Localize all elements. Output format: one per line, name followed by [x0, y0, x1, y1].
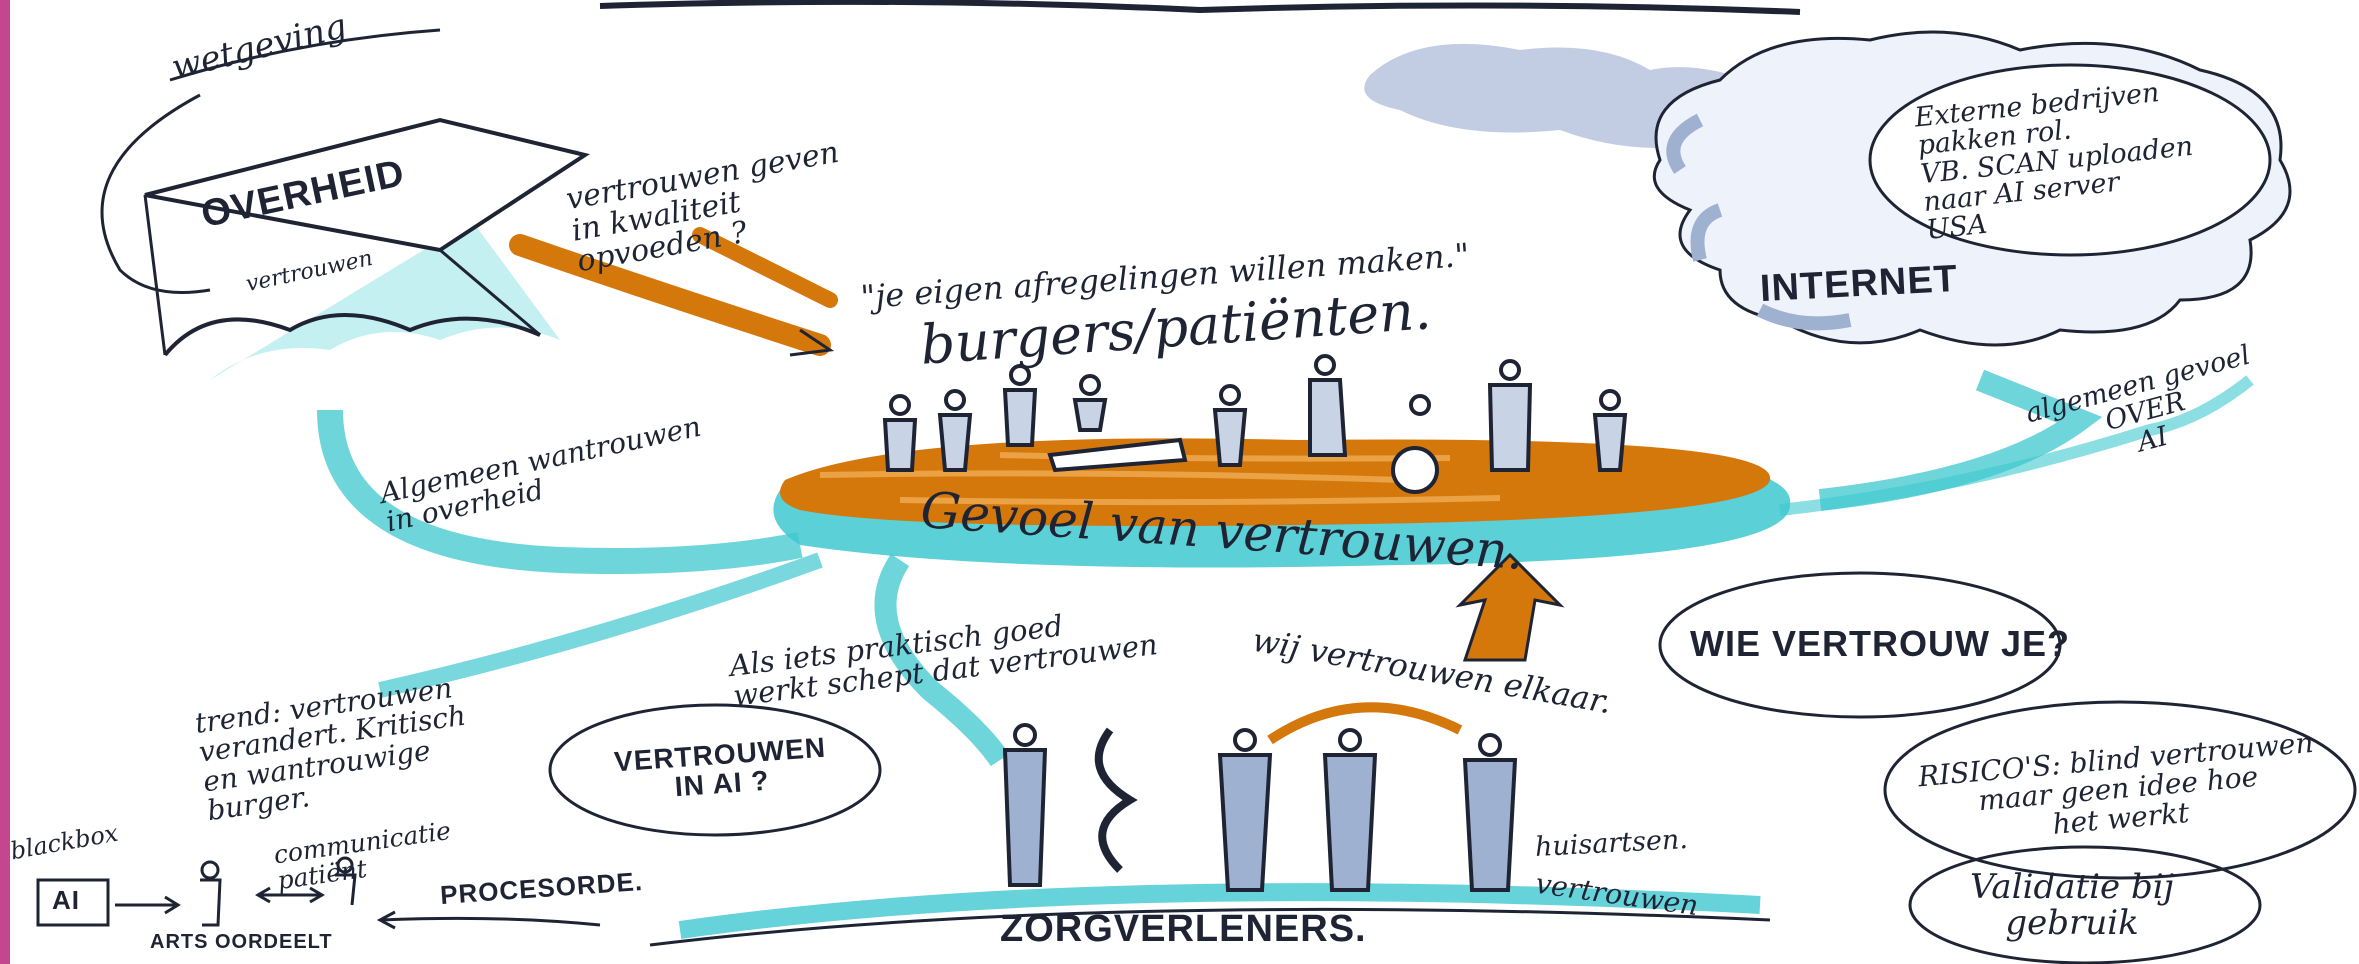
process-diagram: [36, 856, 601, 930]
internet-bubble-note: Externe bedrijven pakken rol. VB. SCAN u…: [1913, 77, 2195, 247]
care-label: ZORGVERLENERS.: [1000, 908, 1367, 950]
title-stroke: [599, 0, 1801, 15]
care-ground: [649, 883, 1771, 947]
who-label: WIE VERTROUW JE?: [1690, 623, 2071, 664]
trust-ai-ellipse: [548, 703, 882, 837]
overheid-structure: [143, 117, 590, 380]
citizens-figures: [882, 354, 1628, 494]
up-arrow: [1455, 552, 1565, 662]
doctor-label: ARTS OORDEELT: [150, 931, 333, 953]
risk-ellipse: [1883, 700, 2357, 880]
orange-arrows: [509, 227, 838, 357]
ai-box-label: AI: [52, 885, 80, 915]
who-ellipse: [1658, 571, 2062, 719]
mutual-arrow: [1267, 702, 1463, 745]
wetgeving-underline: [169, 28, 441, 82]
internet-cloud: [1364, 30, 2292, 347]
validation-note: Validatie bij gebruik: [1970, 867, 2175, 943]
wetgeving-arrow: [100, 93, 211, 294]
care-figures: [1002, 723, 1518, 892]
left-frame-bar: [0, 0, 10, 964]
teal-flows: [317, 369, 2254, 767]
validation-ellipse: [1908, 845, 2262, 964]
